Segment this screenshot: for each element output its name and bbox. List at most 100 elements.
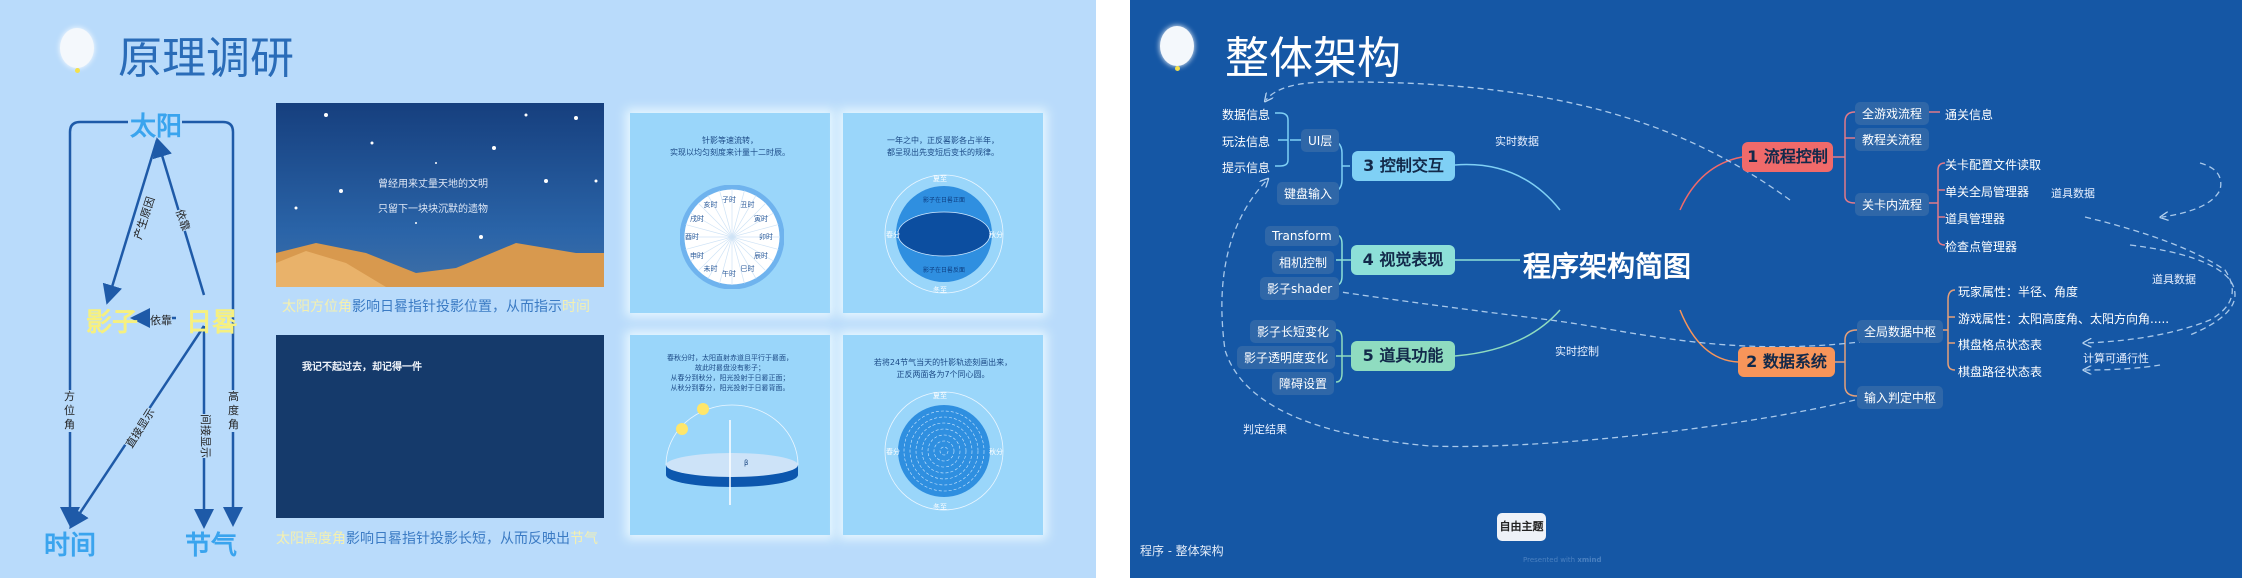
topic-level-config[interactable]: 关卡配置文件读取 (1945, 158, 2042, 172)
card-text: 一年之中，正反晷影各占半年，都呈现出先变短后变长的规律。 (843, 135, 1043, 159)
card-text-line: 一年之中，正反晷影各占半年， (887, 136, 999, 145)
branch-items[interactable]: 5 道具功能 (1351, 341, 1455, 371)
topic-obstacle[interactable]: 障碍设置 (1272, 372, 1335, 395)
label-autumn-equinox: 秋分 (989, 448, 1003, 456)
caption-text: 影响日晷指针投影长短，从而反映出 (346, 531, 570, 547)
dial-spoke (719, 190, 733, 238)
dial-spoke (731, 190, 745, 238)
topic-item-manager[interactable]: 道具管理器 (1945, 212, 2006, 226)
topic-shadow-opacity[interactable]: 影子透明度变化 (1237, 346, 1336, 369)
topic-checkpoint-manager[interactable]: 检查点管理器 (1945, 240, 2018, 254)
card-text-line: 正反两面各为7个同心圆。 (896, 370, 990, 379)
node-sundial: 日晷 (186, 308, 239, 338)
topic-camera-control[interactable]: 相机控制 (1272, 251, 1335, 274)
topic-hint-info[interactable]: 提示信息 (1222, 161, 1271, 175)
hour-label: 丑时 (740, 200, 755, 209)
relation-label-item-data[interactable]: 道具数据 (2152, 273, 2196, 286)
topic-full-game-flow[interactable]: 全游戏流程 (1855, 102, 1930, 125)
architecture-slide: 整体架构 程序架构简图 3 控制交互 UI层 键盘输入 数据信息 玩法信息 提示… (1130, 0, 2242, 578)
slide-title: 原理调研 (118, 33, 294, 84)
topic-tutorial-flow[interactable]: 教程关流程 (1855, 128, 1930, 151)
topic-clear-info[interactable]: 通关信息 (1945, 108, 1994, 122)
card-text: 春秋分时，太阳直射赤道且平行于晷面，故此时晷盘没有影子；从春分到秋分，阳光投射于… (630, 353, 830, 393)
topic-data-info[interactable]: 数据信息 (1222, 108, 1271, 122)
balloon-icon (1160, 26, 1194, 71)
slide-footer: 程序 - 整体架构 (1140, 544, 1224, 558)
topic-shadow-shader[interactable]: 影子shader (1260, 277, 1340, 300)
balloon-icon (60, 28, 94, 73)
topic-ui-layer[interactable]: UI层 (1301, 129, 1340, 152)
topic-global-data-hub[interactable]: 全局数据中枢 (1857, 320, 1944, 343)
card-text-line: 从秋分到春分，阳光投射于日晷背面。 (670, 384, 790, 392)
dial-spoke (731, 236, 774, 262)
dial-spoke (731, 236, 745, 284)
dial-spoke (731, 236, 767, 272)
topic-transform[interactable]: Transform (1265, 226, 1339, 246)
relation-label-judge-result[interactable]: 判定结果 (1243, 423, 1287, 436)
hour-label: 戌时 (689, 214, 704, 223)
dial-spoke (685, 236, 733, 250)
dial-spoke (731, 224, 779, 238)
dial-spoke (719, 236, 733, 284)
watermark-brand: xmind (1577, 556, 1602, 564)
relation-label-passability[interactable]: 计算可通行性 (2083, 352, 2149, 365)
panel1-line2: 只留下一块块沉默的遗物 (378, 204, 488, 215)
node-shadow: 影子 (86, 308, 139, 338)
dial-spoke (731, 236, 779, 250)
branch-flow-control[interactable]: 1 流程控制 (1742, 142, 1833, 172)
label-winter-solstice: 冬至 (933, 286, 947, 294)
topic-input-judge-hub[interactable]: 输入判定中枢 (1857, 386, 1944, 409)
free-topic-node[interactable]: 自由主题 (1497, 513, 1546, 541)
dial-spoke (697, 236, 733, 272)
node-solar-term: 节气 (185, 531, 238, 561)
branch-visual[interactable]: 4 视觉表现 (1351, 245, 1455, 275)
xmind-watermark: Presented with xmind (1523, 556, 1602, 564)
label-winter-solstice: 冬至 (933, 503, 947, 511)
relation-label-item-data[interactable]: 道具数据 (2051, 187, 2095, 200)
dial-spoke (685, 224, 733, 238)
research-slide: 原理调研 太阳 影子 日晷 时间 节气 产生原因 依靠 依靠 方位角 高度角 直… (0, 0, 1096, 578)
hour-dial (680, 185, 784, 289)
hour-label: 亥时 (703, 200, 718, 209)
central-topic[interactable]: 程序架构简图 (1523, 250, 1692, 283)
caption-highlight: 时间 (562, 299, 590, 315)
topic-grid-state-table[interactable]: 棋盘格点状态表 (1958, 338, 2043, 352)
label-back: 影子在日晷反面 (923, 267, 966, 274)
edge-label-indirect: 间接显示 (198, 414, 214, 458)
dial-spoke (690, 212, 733, 238)
topic-gameplay-info[interactable]: 玩法信息 (1222, 135, 1271, 149)
topic-level-manager[interactable]: 单关全局管理器 (1945, 185, 2030, 199)
topic-shadow-length[interactable]: 影子长短变化 (1250, 320, 1337, 343)
dial-spoke (731, 195, 757, 238)
panel1-line1: 曾经用来丈量天地的文明 (378, 179, 488, 190)
relation-label-realtime-control[interactable]: 实时控制 (1555, 345, 1599, 358)
topic-level-flow[interactable]: 关卡内流程 (1855, 193, 1930, 216)
topic-player-attributes[interactable]: 玩家属性：半径、角度 (1958, 285, 2079, 299)
label-spring-equinox: 春分 (886, 448, 900, 456)
node-sun: 太阳 (130, 112, 183, 142)
card-text-line: 若将24节气当天的针影轨迹刻画出来， (873, 358, 1013, 367)
label-summer-solstice: 夏至 (933, 175, 947, 183)
branch-control-interaction[interactable]: 3 控制交互 (1352, 151, 1455, 181)
label-autumn-equinox: 秋分 (989, 231, 1003, 239)
panel2-line1: 我记不起过去，却记得一件 (302, 362, 422, 373)
hour-label: 寅时 (754, 214, 769, 223)
season-dial (884, 174, 1004, 294)
relation-label-realtime-data[interactable]: 实时数据 (1495, 135, 1539, 148)
dial-spoke (707, 236, 733, 279)
dial-spoke (697, 202, 733, 238)
topic-game-attributes[interactable]: 游戏属性：太阳高度角、太阳方向角..... (1958, 312, 2170, 326)
label-front: 影子在日晷正面 (923, 197, 966, 204)
card-text: 针影等速流转，实现以均匀刻度来计量十二时辰。 (630, 135, 830, 159)
branch-data-system[interactable]: 2 数据系统 (1738, 347, 1835, 377)
topic-keyboard-input[interactable]: 键盘输入 (1277, 182, 1340, 205)
caption-highlight: 太阳高度角 (276, 531, 346, 547)
sundial-hemisphere (665, 403, 799, 505)
panel2-caption: 太阳高度角影响日晷指针投影长短，从而反映出节气 (276, 528, 598, 548)
hour-label: 申时 (689, 251, 704, 260)
card-text: 若将24节气当天的针影轨迹刻画出来， 正反两面各为7个同心圆。 (843, 357, 1043, 381)
beta-label: β (744, 459, 749, 467)
topic-path-state-table[interactable]: 棋盘路径状态表 (1958, 365, 2043, 379)
concept-diagram-lines (60, 120, 243, 530)
hour-label: 子时 (722, 196, 736, 204)
